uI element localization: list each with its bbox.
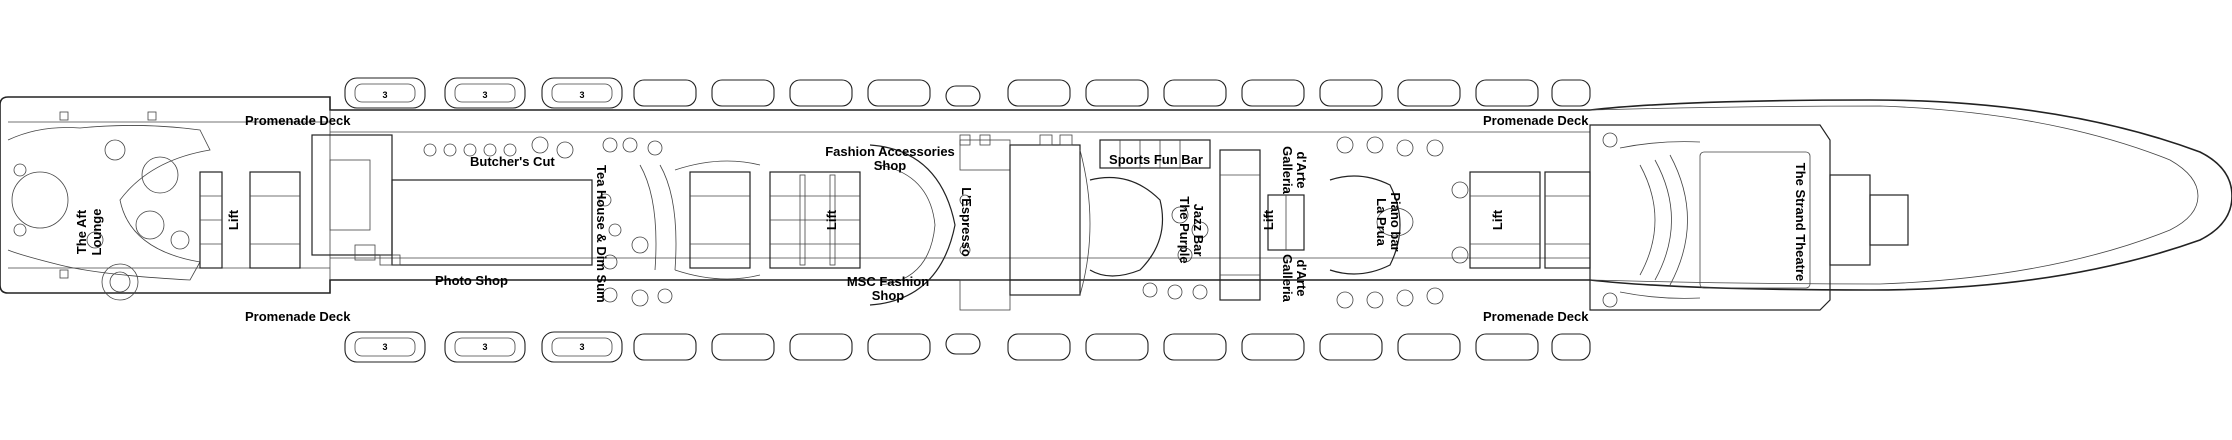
lifeboat-top-1 [344, 77, 426, 109]
labels: Promenade Deck Promenade Deck Promenade … [74, 113, 1808, 324]
photo-shop-label: Photo Shop [435, 273, 508, 288]
lift-aft [199, 171, 301, 269]
the-aft-lounge-label: The Aft Lounge [74, 209, 104, 256]
lifeboat-bottom-1 [344, 331, 426, 363]
lifeboat-top-15 [1475, 79, 1539, 107]
lifeboat-bottom-9 [1007, 333, 1071, 361]
lifeboat-top-10 [1085, 79, 1149, 107]
galleria-area [1219, 149, 1305, 301]
lifeboat-bottom-14 [1397, 333, 1461, 361]
purple-jazz-bar-label: The Purple Jazz Bar [1177, 196, 1206, 263]
lift-forward [1469, 171, 1591, 269]
svg-text:Piano bar: Piano bar [1388, 192, 1403, 251]
lift-label-mid: Lift [824, 209, 839, 230]
lifeboat-bottom-3 [541, 331, 623, 363]
lifeboat-top-8 [945, 85, 981, 107]
lifeboat-bottom-7 [867, 333, 931, 361]
svg-text:Lounge: Lounge [89, 209, 104, 256]
lifeboat-top-3 [541, 77, 623, 109]
lifeboats-bottom: 3 3 3 [344, 331, 1591, 363]
svg-text:The Aft: The Aft [74, 209, 89, 254]
lifeboat-top-12 [1241, 79, 1305, 107]
fashion-accessories-label-1: Fashion Accessories [825, 144, 955, 159]
lifeboat-top-7 [867, 79, 931, 107]
lifeboat-bottom-4 [633, 333, 697, 361]
svg-text:d'Arte: d'Arte [1294, 151, 1309, 188]
fashion-accessories-label-2: Shop [874, 158, 907, 173]
lifeboat-bottom-10 [1085, 333, 1149, 361]
galleria-label-top: Galleria d'Arte [1280, 146, 1309, 194]
sports-fun-bar-label: Sports Fun Bar [1109, 152, 1203, 167]
lifeboats-top: 3 3 3 [344, 77, 1591, 109]
fashion-shop-area [959, 134, 1091, 296]
lifeboat-top-16 [1551, 79, 1591, 107]
lifeboat-top-13 [1319, 79, 1383, 107]
svg-text:Galleria: Galleria [1280, 146, 1295, 194]
lifeboat-top-11 [1163, 79, 1227, 107]
svg-text:La Prua: La Prua [1374, 198, 1389, 246]
jazz-bar-area [1089, 139, 1211, 300]
lifeboat-bottom-6 [789, 333, 853, 361]
msc-fashion-label-2: Shop [872, 288, 905, 303]
la-prua-area [1329, 136, 1469, 309]
lifeboat-bottom-5 [711, 333, 775, 361]
msc-fashion-label-1: MSC Fashion [847, 274, 929, 289]
lifeboat-top-14 [1397, 79, 1461, 107]
butchers-cut-area [311, 134, 593, 266]
lifeboat-bottom-16 [1551, 333, 1591, 361]
la-prua-label: La Prua Piano bar [1374, 192, 1403, 251]
lifeboat-number: 3 [382, 342, 387, 352]
butchers-cut-label: Butcher's Cut [470, 154, 555, 169]
svg-text:d'Arte: d'Arte [1294, 259, 1309, 296]
svg-text:Galleria: Galleria [1280, 254, 1295, 302]
strand-theatre [1589, 124, 1909, 311]
lifeboat-bottom-11 [1163, 333, 1227, 361]
lifeboat-top-2 [444, 77, 526, 109]
promenade-deck-label-fwd-top: Promenade Deck [1483, 113, 1589, 128]
tea-house-label: Tea House & Dim Sum [594, 165, 609, 303]
lifeboat-top-6 [789, 79, 853, 107]
tea-house-area [598, 137, 677, 307]
lifeboat-top-9 [1007, 79, 1071, 107]
promenade-deck-label-aft-bottom: Promenade Deck [245, 309, 351, 324]
lift-label-aft: Lift [226, 209, 241, 230]
lifeboat-bottom-2 [444, 331, 526, 363]
promenade-deck-label-aft-top: Promenade Deck [245, 113, 351, 128]
lifeboat-bottom-8 [945, 333, 981, 355]
lifeboat-number: 3 [482, 342, 487, 352]
lifeboat-number: 3 [579, 342, 584, 352]
lifeboat-number: 3 [579, 90, 584, 100]
galleria-label-bottom: Galleria d'Arte [1280, 254, 1309, 302]
svg-text:Jazz Bar: Jazz Bar [1191, 204, 1206, 257]
lifeboat-top-4 [633, 79, 697, 107]
hull-outline [0, 96, 2232, 294]
lifeboat-number: 3 [382, 90, 387, 100]
lespresso-label: L'Espresso [959, 187, 974, 257]
lifeboat-number: 3 [482, 90, 487, 100]
lifeboat-bottom-13 [1319, 333, 1383, 361]
lifeboat-bottom-12 [1241, 333, 1305, 361]
lift-shafts-mid [674, 160, 861, 280]
aft-lounge-area [7, 111, 211, 301]
lifeboat-bottom-15 [1475, 333, 1539, 361]
lifeboat-top-5 [711, 79, 775, 107]
svg-text:The Purple: The Purple [1177, 196, 1192, 263]
promenade-deck-label-fwd-bottom: Promenade Deck [1483, 309, 1589, 324]
lift-label-galleria: Lift [1261, 209, 1276, 230]
strand-theatre-label: The Strand Theatre [1793, 163, 1808, 281]
lift-label-forward: Lift [1490, 209, 1505, 230]
